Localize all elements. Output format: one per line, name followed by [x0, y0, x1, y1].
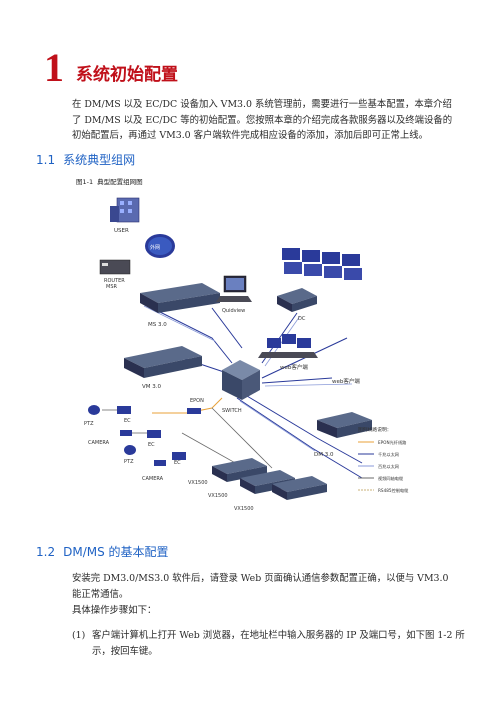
- diagram-legend: 图例线路说明： EPON光纤线路 千兆以太网 百兆以太网 视频同轴电缆 RS48…: [358, 426, 409, 494]
- epon-device-icon: [187, 408, 201, 414]
- label-switch: SWITCH: [222, 408, 242, 414]
- legend-item: 千兆以太网: [378, 451, 399, 458]
- label-epon: EPON: [190, 398, 204, 404]
- label-web-client-1: web客户端: [280, 363, 308, 371]
- label-user: USER: [114, 228, 129, 234]
- figure-title: 典型配置组网图: [97, 178, 143, 186]
- step-text: 客户端计算机上打开 Web 浏览器，在地址栏中输入服务器的 IP 及端口号，如下…: [92, 630, 465, 657]
- label-ec-1: EC: [124, 418, 131, 424]
- legend-item: RS485控制电缆: [378, 487, 409, 494]
- section-title: 系统典型组网: [63, 153, 136, 167]
- figure-number: 图1-1: [76, 178, 94, 186]
- label-vx1500-3: VX1500: [234, 506, 254, 512]
- intro-paragraph: 在 DM/MS 以及 EC/DC 设备加入 VM3.0 系统管理前，需要进行一些…: [72, 99, 453, 141]
- label-dm: DM 3.0: [314, 452, 334, 458]
- label-router: ROUTER: [104, 278, 125, 284]
- vx1500-storage-icon: [212, 458, 267, 482]
- dc-monitor-wall-icon: [282, 248, 362, 280]
- camera-icon-2: [154, 460, 166, 466]
- label-ptz-1: PTZ: [84, 421, 94, 427]
- step-index: (1): [72, 630, 86, 641]
- legend-item: EPON光纤线路: [378, 439, 407, 446]
- switch-icon: [222, 360, 260, 400]
- label-dc: DC: [298, 316, 306, 322]
- section-heading-1-2: 1.2 DM/MS 的基本配置: [36, 543, 169, 560]
- vx1500-storage-icon-3: [272, 476, 327, 500]
- label-vm: VM 3.0: [142, 384, 162, 390]
- ms-server-icon: [140, 283, 220, 313]
- step-item: (1) 客户端计算机上打开 Web 浏览器，在地址栏中输入服务器的 IP 及端口…: [72, 628, 472, 659]
- dm-server-icon: [317, 412, 372, 438]
- label-ptz-2: PTZ: [124, 459, 134, 465]
- router-icon: [99, 259, 131, 275]
- legend-item: 视频同轴电缆: [378, 475, 404, 482]
- chapter-title: 系统初始配置: [76, 65, 178, 85]
- section2-paragraph: 安装完 DM3.0/MS3.0 软件后，请登录 Web 页面确认通信参数配置正确…: [72, 573, 449, 600]
- ec-device-icon-2: [147, 430, 161, 438]
- section-number: 1.2: [36, 545, 56, 559]
- label-msr: MSR: [106, 284, 117, 290]
- ptz-camera-icon-2: [124, 445, 136, 455]
- chapter-heading: 1 系统初始配置: [44, 45, 178, 90]
- label-vx1500-2: VX1500: [208, 493, 228, 499]
- chapter-number: 1: [44, 45, 64, 90]
- label-ms: MS 3.0: [148, 322, 167, 328]
- internet-cloud-icon: [145, 234, 175, 258]
- web-client-pcs-icon: [258, 334, 318, 358]
- label-ec-2: EC: [148, 442, 155, 448]
- section-number: 1.1: [36, 153, 56, 167]
- quidview-pc-icon: [216, 275, 252, 302]
- legend-item: 百兆以太网: [378, 463, 399, 470]
- section-heading-1-1: 1.1 系统典型组网: [36, 151, 135, 168]
- label-internet: 外网: [150, 244, 160, 251]
- label-camera-1: CAMERA: [88, 440, 110, 446]
- section-title: DM/MS 的基本配置: [63, 545, 169, 559]
- legend-title: 图例线路说明：: [358, 426, 392, 433]
- label-vx1500-1: VX1500: [188, 480, 208, 486]
- label-quidview: Quidview: [222, 308, 245, 314]
- network-diagram: USER 外网 ROUTER MSR MS 3.0 Quidview: [84, 197, 409, 512]
- ptz-camera-icon: [88, 405, 100, 415]
- label-camera-2: CAMERA: [142, 476, 164, 482]
- steps-intro: 具体操作步骤如下：: [72, 605, 157, 616]
- ec-device-icon: [117, 406, 131, 414]
- camera-icon: [120, 430, 132, 436]
- ec-device-icon-3: [172, 452, 186, 460]
- user-building-icon: [110, 197, 140, 223]
- vm-server-icon: [124, 346, 202, 378]
- dc-device-icon: [277, 288, 317, 312]
- label-web-client-2: web客户端: [332, 377, 360, 385]
- label-ec-3: EC: [174, 460, 181, 466]
